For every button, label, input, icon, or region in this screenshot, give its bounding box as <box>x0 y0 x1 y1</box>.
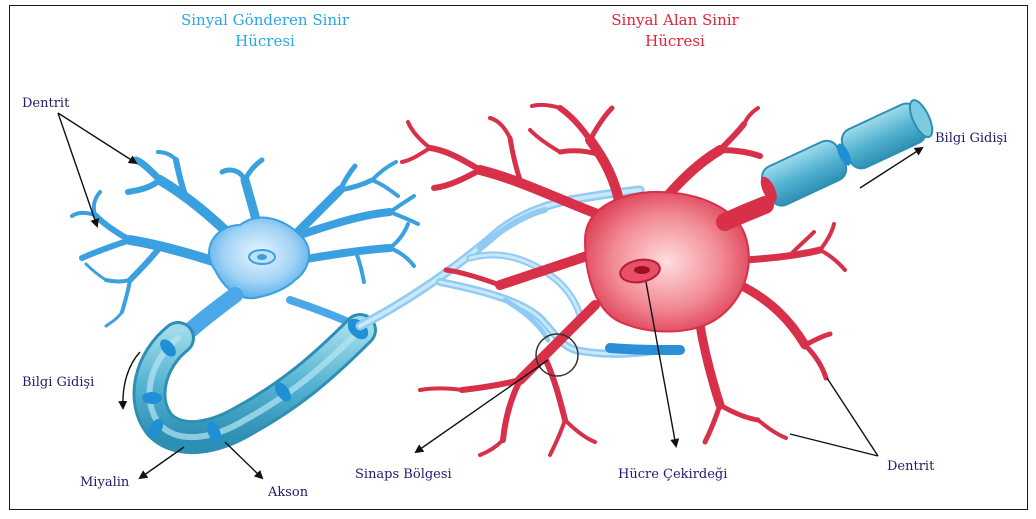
sender-myelin-sheath <box>142 315 372 445</box>
label-bilgi-gidisi-right: Bilgi Gidişi <box>935 130 1007 147</box>
label-akson: Akson <box>268 484 308 501</box>
label-bilgi-gidisi-left: Bilgi Gidişi <box>22 374 94 391</box>
receiver-neuron-title: Sinyal Alan Sinir Hücresi <box>590 10 760 52</box>
sender-title-line2: Hücresi <box>170 31 360 52</box>
receiver-title-line2: Hücresi <box>590 31 760 52</box>
sender-neuron-title: Sinyal Gönderen Sinir Hücresi <box>170 10 360 52</box>
sender-title-line1: Sinyal Gönderen Sinir <box>170 10 360 31</box>
sender-neuron <box>72 152 418 340</box>
receiver-myelin-sheath <box>754 96 937 211</box>
label-dentrit-left: Dentrit <box>22 95 69 112</box>
receiver-title-line1: Sinyal Alan Sinir <box>590 10 760 31</box>
receiver-neuron <box>402 105 845 455</box>
label-hucre-cekirdegi: Hücre Çekirdeği <box>618 466 727 483</box>
label-dentrit-right: Dentrit <box>887 458 934 475</box>
label-miyalin: Miyalin <box>80 474 129 491</box>
label-sinaps-bolgesi: Sinaps Bölgesi <box>355 466 452 483</box>
